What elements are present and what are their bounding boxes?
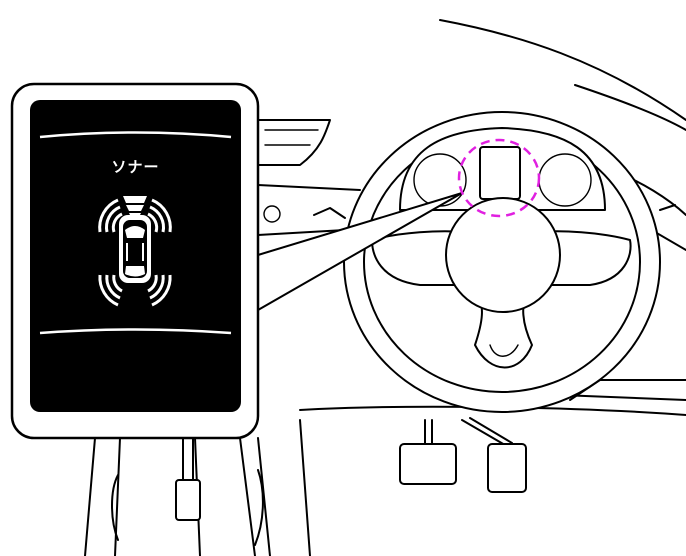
steering-wheel	[313, 111, 676, 413]
display-title: ソナー	[111, 158, 160, 176]
highlight-circle	[457, 138, 541, 218]
sonar-car-icon	[98, 196, 172, 307]
pedals	[399, 417, 527, 493]
